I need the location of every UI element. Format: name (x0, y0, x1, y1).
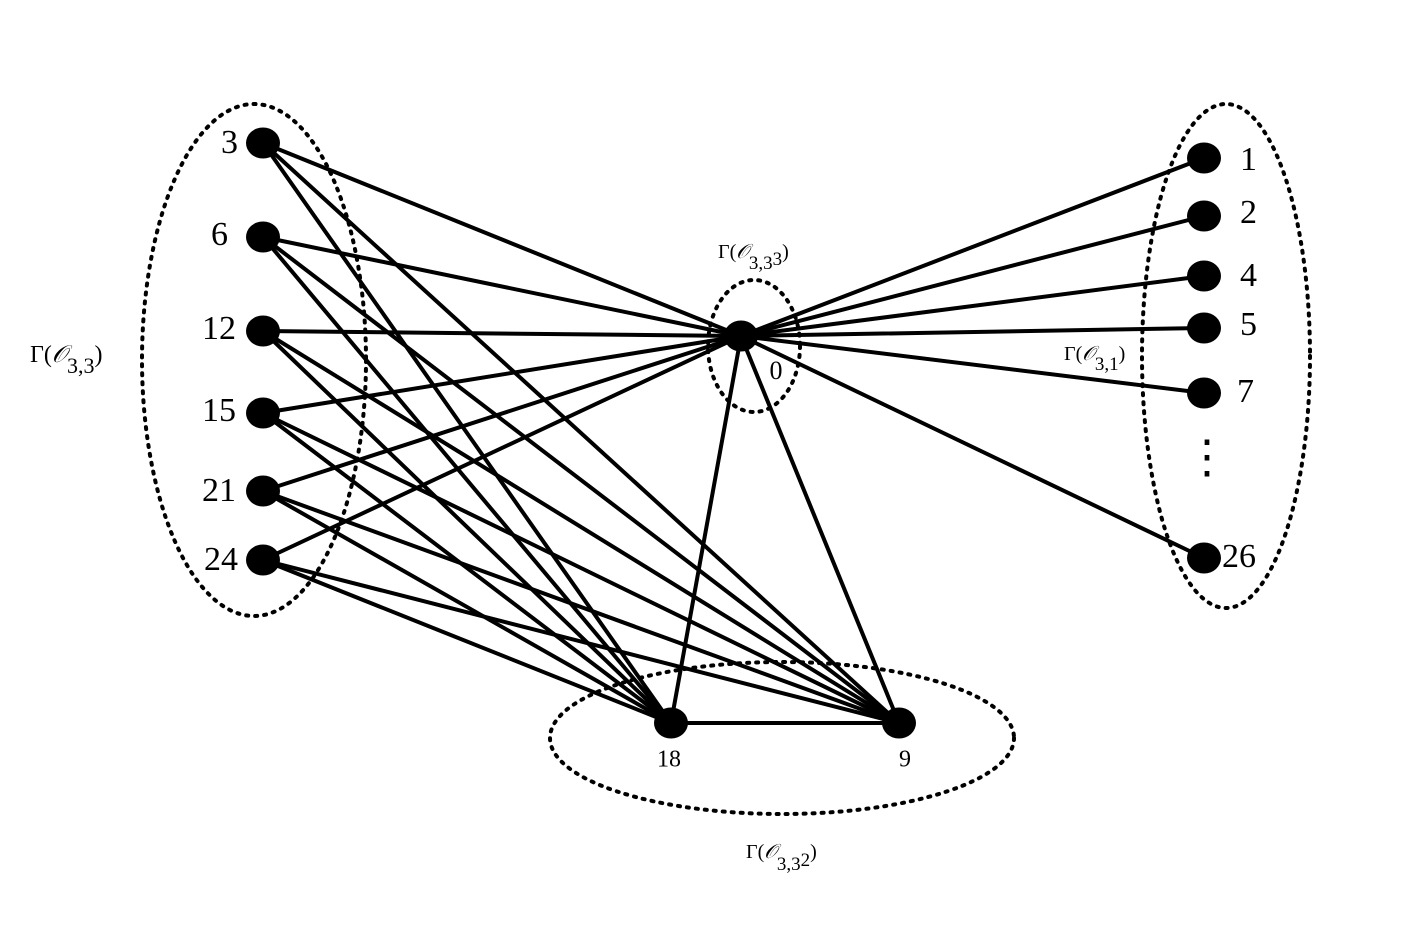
vertex-5[interactable] (1187, 312, 1221, 344)
edge-0-5 (739, 326, 1206, 338)
region-o31-outline (1140, 102, 1312, 610)
vertex-15[interactable] (246, 397, 280, 429)
edge-0-7 (739, 334, 1206, 395)
edge-15-18 (261, 411, 673, 725)
vertex-2[interactable] (1187, 200, 1221, 232)
edge-6-0 (261, 235, 743, 338)
vertex-label-24: 24 (204, 541, 238, 578)
edge-0-1 (739, 156, 1206, 338)
vertex-label-26: 26 (1222, 538, 1256, 575)
vertex-label-9: 9 (899, 747, 911, 773)
region-label-o31: Γ(𝒪3,1) (1064, 343, 1125, 375)
vertex-3[interactable] (246, 127, 280, 159)
vertex-12[interactable] (246, 315, 280, 347)
vertex-1[interactable] (1187, 142, 1221, 174)
edge-24-9 (261, 558, 901, 725)
edge-0-18 (669, 334, 743, 725)
vertex-26[interactable] (1187, 542, 1221, 574)
edge-12-0 (261, 329, 743, 338)
vertex-label-1: 1 (1240, 141, 1257, 178)
vertex-6[interactable] (246, 221, 280, 253)
region-o332-outline (548, 660, 1016, 816)
region-label-o333: Γ(𝒪3,33) (718, 241, 789, 274)
vertex-label-4: 4 (1240, 257, 1257, 294)
vertex-label-21: 21 (202, 472, 236, 509)
vertex-label-5: 5 (1240, 306, 1257, 343)
edge-3-9 (261, 141, 901, 725)
edge-24-18 (261, 558, 673, 725)
vertex-label-0: 0 (770, 356, 783, 385)
region-label-o33: Γ(𝒪3,3) (30, 342, 103, 378)
edge-3-0 (261, 141, 743, 338)
vertex-0[interactable] (724, 320, 758, 352)
vertex-label-18: 18 (657, 747, 681, 773)
region-o333-outline (706, 278, 802, 414)
vertex-7[interactable] (1187, 377, 1221, 409)
vertex-label-7: 7 (1237, 373, 1254, 410)
vertex-label-15: 15 (202, 392, 236, 429)
vertex-label-12: 12 (202, 310, 236, 347)
vertex-24[interactable] (246, 544, 280, 576)
edge-24-0 (261, 334, 743, 562)
vertex-21[interactable] (246, 475, 280, 507)
vertex-ellipsis: ⋮ (1184, 432, 1230, 483)
region-label-o332: Γ(𝒪3,32) (746, 841, 817, 875)
region-o33-outline (140, 102, 368, 618)
vertex-label-6: 6 (211, 216, 228, 253)
vertex-9[interactable] (882, 707, 916, 739)
edge-0-9 (739, 334, 901, 725)
edge-0-4 (739, 274, 1206, 338)
edges (261, 141, 1206, 725)
edge-0-2 (739, 214, 1206, 338)
vertex-label-3: 3 (221, 124, 238, 161)
edge-21-9 (261, 489, 901, 725)
vertex-4[interactable] (1187, 260, 1221, 292)
vertex-18[interactable] (654, 707, 688, 739)
edge-3-18 (261, 141, 673, 725)
edge-12-18 (261, 329, 673, 725)
edge-6-18 (261, 235, 673, 725)
edge-0-26 (739, 334, 1206, 560)
vertices (246, 127, 1221, 739)
edge-15-9 (261, 411, 901, 725)
vertex-label-2: 2 (1240, 194, 1257, 231)
edge-21-0 (261, 334, 743, 493)
edge-15-0 (261, 334, 743, 415)
edge-6-9 (261, 235, 901, 725)
